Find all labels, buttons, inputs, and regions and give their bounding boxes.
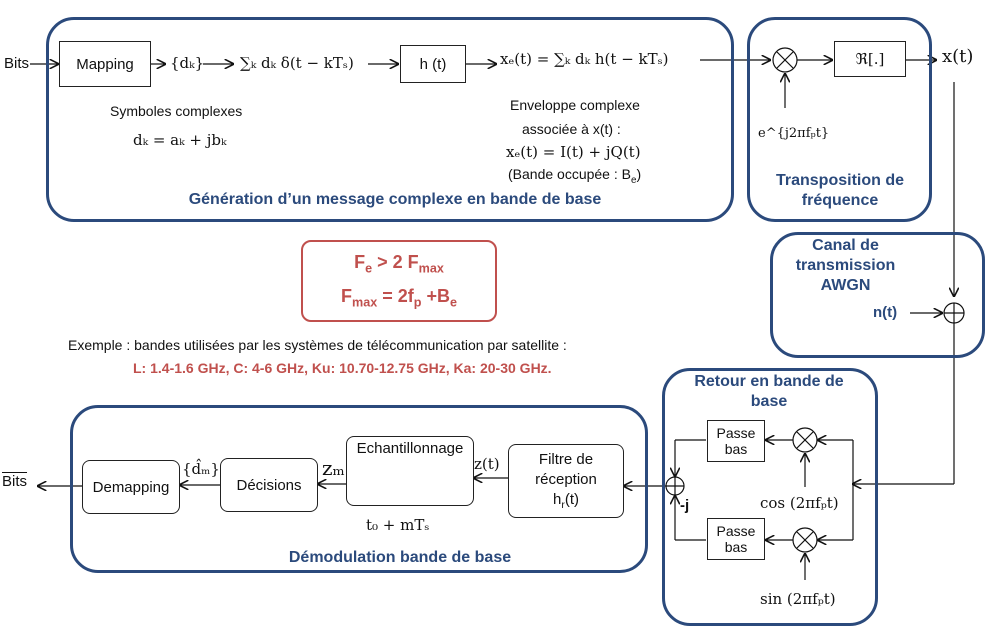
bits-output-label: Bits xyxy=(2,473,28,490)
dm-hat-math: {d̂ₘ} xyxy=(182,460,220,478)
retour-group xyxy=(662,368,878,626)
demapping-block: Demapping xyxy=(82,460,180,514)
z-m-math: zₘ xyxy=(322,456,345,480)
canal-group xyxy=(770,232,985,358)
transposition-group xyxy=(747,17,932,222)
x-output-math: x(t) xyxy=(942,46,974,67)
carrier-exp-math: e^{j2πfₚt} xyxy=(758,126,830,141)
noise-math: n(t) xyxy=(873,304,898,321)
enveloppe-line1: Enveloppe complexe xyxy=(510,97,640,113)
dk-set-math: {dₖ} xyxy=(170,54,205,72)
minus-j-label: -j xyxy=(680,497,690,514)
formula-line1: Fe > 2 Fmax xyxy=(354,252,444,276)
generation-group xyxy=(46,17,734,222)
passe-bas-top-block: Passe bas xyxy=(707,420,765,462)
retour-title: Retour en bande de base xyxy=(694,373,844,410)
xe-iq-math: xₑ(t) = I(t) + jQ(t) xyxy=(506,143,641,161)
passe-bas-bottom-block: Passe bas xyxy=(707,518,765,560)
sampling-formula-box: Fe > 2 Fmax Fmax = 2fp +Be xyxy=(301,240,497,322)
decisions-block: Décisions xyxy=(220,458,318,512)
formula-line2: Fmax = 2fp +Be xyxy=(341,286,457,310)
cos-math: cos (2πfₚt) xyxy=(760,494,839,512)
real-part-block: ℜ[.] xyxy=(834,41,906,77)
sin-math: sin (2πfₚt) xyxy=(760,590,836,608)
demodulation-group xyxy=(70,405,648,573)
transposition-title: Transposition de fréquence xyxy=(775,172,904,209)
bande-occupee-label: (Bande occupée : Be) xyxy=(508,166,642,186)
canal-title: Canal de transmission AWGN xyxy=(795,237,896,294)
sample-time-math: t₀ + mTₛ xyxy=(366,516,430,534)
echantillonnage-block: Echantillonnage xyxy=(346,436,474,506)
sum-delta-math: ∑ₖ dₖ δ(t − kTₛ) xyxy=(240,54,354,72)
symboles-complexes-label: Symboles complexes xyxy=(110,103,243,119)
example-text: Exemple : bandes utilisées par les systè… xyxy=(68,337,567,353)
demodulation-title: Démodulation bande de base xyxy=(288,549,512,566)
h-filter-block: h (t) xyxy=(400,45,466,83)
generation-title: Génération d’un message complexe en band… xyxy=(188,191,602,208)
filtre-reception-block: Filtre de réception hr(t) xyxy=(508,444,624,518)
bits-input-label: Bits xyxy=(4,55,30,72)
z-t-math: z(t) xyxy=(474,455,500,473)
xe-definition-math: xₑ(t) = ∑ₖ dₖ h(t − kTₛ) xyxy=(500,50,669,68)
mapping-block: Mapping xyxy=(59,41,151,87)
example-bands: L: 1.4-1.6 GHz, C: 4-6 GHz, Ku: 10.70-12… xyxy=(133,360,552,376)
enveloppe-line2: associée à x(t) : xyxy=(522,121,621,137)
dk-definition-math: dₖ = aₖ + jbₖ xyxy=(133,131,227,149)
